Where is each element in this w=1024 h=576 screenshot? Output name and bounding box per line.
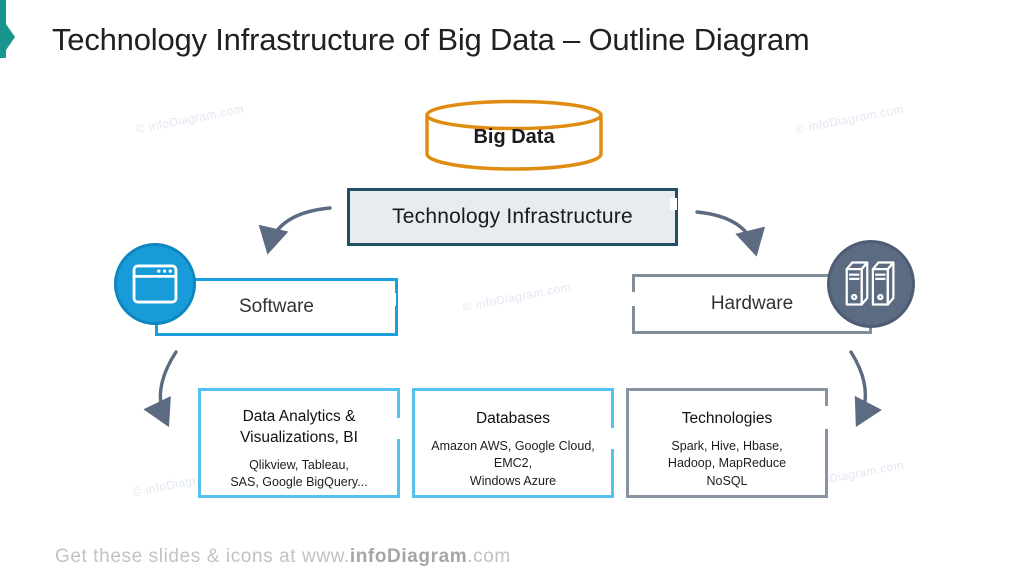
- watermark: © infoDiagram.com: [461, 279, 573, 315]
- detail-box-items: Amazon AWS, Google Cloud, EMC2, Windows …: [431, 438, 595, 488]
- footer-credit: Get these slides & icons at www.infoDiag…: [55, 546, 511, 568]
- software-circle: [114, 243, 196, 325]
- server-towers-icon: [845, 261, 895, 306]
- detail-box-title: Technologies: [681, 410, 773, 427]
- detail-box-items: Spark, Hive, Hbase, Hadoop, MapReduce No…: [667, 438, 787, 488]
- border-gap: [822, 406, 829, 429]
- border-gap: [389, 293, 396, 306]
- hardware-label: Hardware: [710, 293, 794, 314]
- border-gap: [394, 418, 401, 439]
- big-data-cylinder: [424, 99, 604, 173]
- footer-brand: infoDiagram: [349, 546, 468, 567]
- detail-box-databases: Databases Amazon AWS, Google Cloud, EMC2…: [412, 388, 614, 498]
- arrow-infra-to-software: [258, 206, 332, 255]
- database-cylinder-icon: [425, 99, 603, 171]
- detail-box-technologies: Technologies Spark, Hive, Hbase, Hadoop,…: [626, 388, 828, 498]
- big-data-label: Big Data: [473, 126, 555, 148]
- border-gap: [629, 292, 636, 306]
- tech-infrastructure-label: Technology Infrastructure: [392, 205, 633, 228]
- arrow-software-to-analytics: [143, 350, 178, 428]
- watermark: © infoDiagram.com: [794, 101, 906, 137]
- hardware-circle: [827, 240, 915, 328]
- watermark: © infoDiagram.com: [134, 101, 246, 137]
- tech-infrastructure-box: Technology Infrastructure: [347, 188, 678, 246]
- detail-box-analytics: Data Analytics & Visualizations, BI Qlik…: [198, 388, 400, 498]
- border-gap: [670, 198, 677, 210]
- software-label: Software: [239, 296, 314, 317]
- detail-box-title: Databases: [475, 410, 551, 427]
- detail-box-items: Qlikview, Tableau, SAS, Google BigQuery.…: [230, 457, 368, 490]
- arrow-infra-to-hardware: [695, 210, 766, 257]
- accent-chevron-icon: [0, 0, 15, 58]
- footer-prefix: Get these slides & icons at www.: [55, 546, 350, 567]
- page-title: Technology Infrastructure of Big Data – …: [52, 22, 810, 57]
- arrow-hardware-to-technologies: [849, 350, 882, 428]
- browser-window-icon: [132, 264, 178, 304]
- border-gap: [608, 428, 615, 449]
- footer-suffix: .com: [467, 546, 511, 567]
- detail-box-title: Data Analytics & Visualizations, BI: [240, 408, 358, 446]
